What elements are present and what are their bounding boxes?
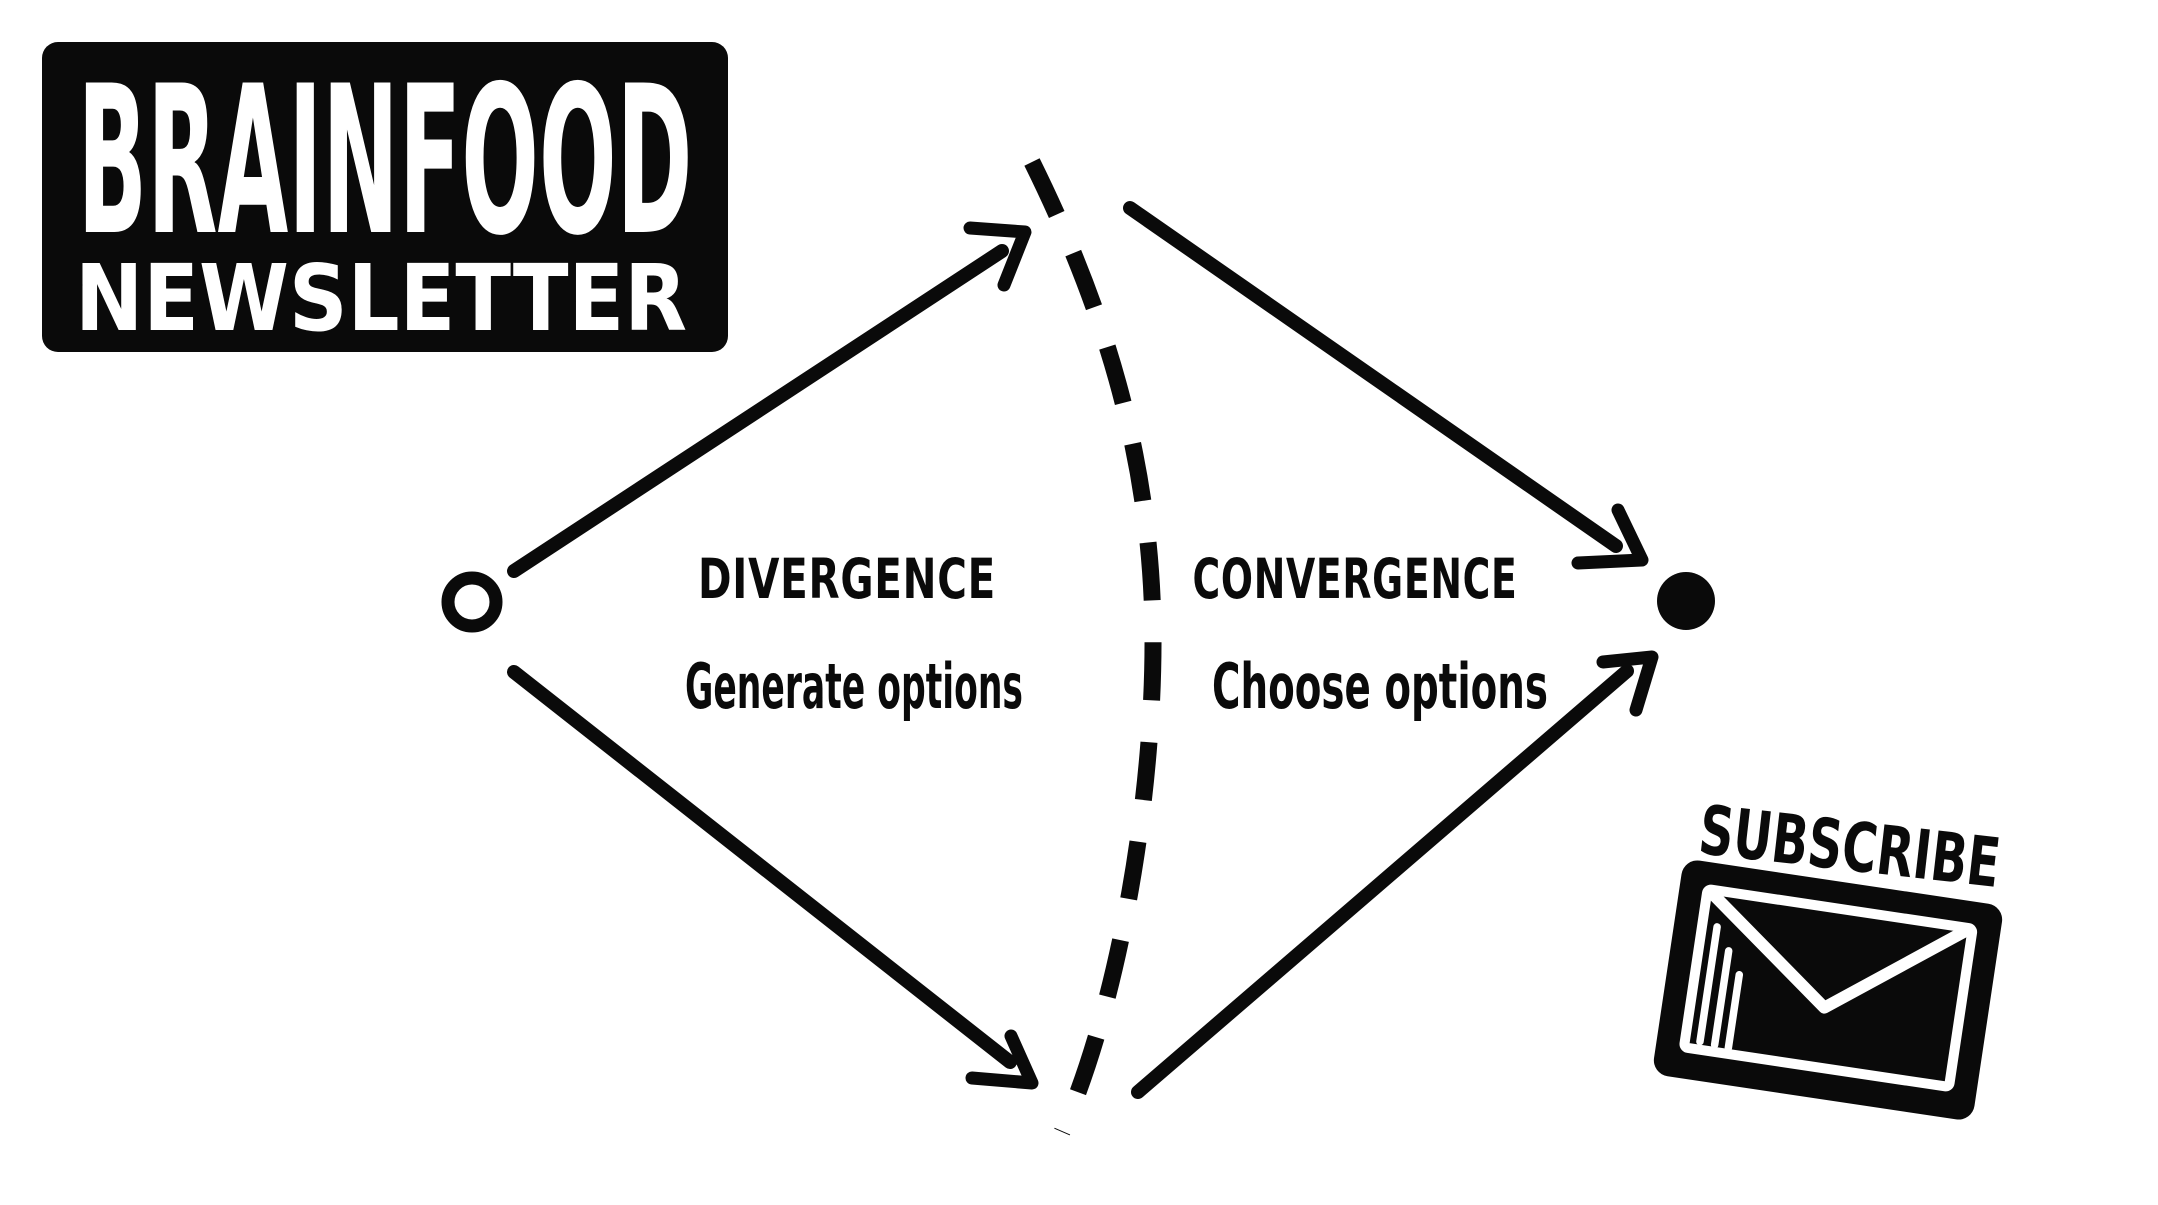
divergence-title: DIVERGENCE: [698, 547, 996, 611]
convergence-subtitle: Choose options: [1212, 650, 1548, 723]
convergence-title: CONVERGENCE: [1193, 547, 1518, 611]
convergence-arrow-bottom: [1131, 650, 1659, 1099]
phase-divider-dashed-curve: [1024, 158, 1162, 1136]
start-node-circle: [441, 571, 503, 633]
logo-subtitle: NEWSLETTER: [75, 245, 687, 352]
divergence-arrow-bottom: [507, 665, 1039, 1090]
logo-background: [42, 42, 728, 352]
divergence-subtitle: Generate options: [685, 650, 1023, 723]
logo-title: BRAINFOOD: [78, 43, 693, 281]
envelope-outline: [1679, 884, 1978, 1092]
envelope-flap: [1707, 889, 1970, 1014]
subscribe-cta[interactable]: SUBSCRIBE: [1652, 791, 2005, 1121]
end-node-dot: [1657, 572, 1715, 630]
divergence-arrow-top: [507, 221, 1032, 578]
convergence-arrow-top: [1123, 201, 1649, 570]
envelope-speed-lines: [1696, 923, 1744, 1052]
envelope-icon[interactable]: [1652, 858, 2005, 1121]
logo-badge: BRAINFOOD NEWSLETTER: [42, 42, 728, 352]
